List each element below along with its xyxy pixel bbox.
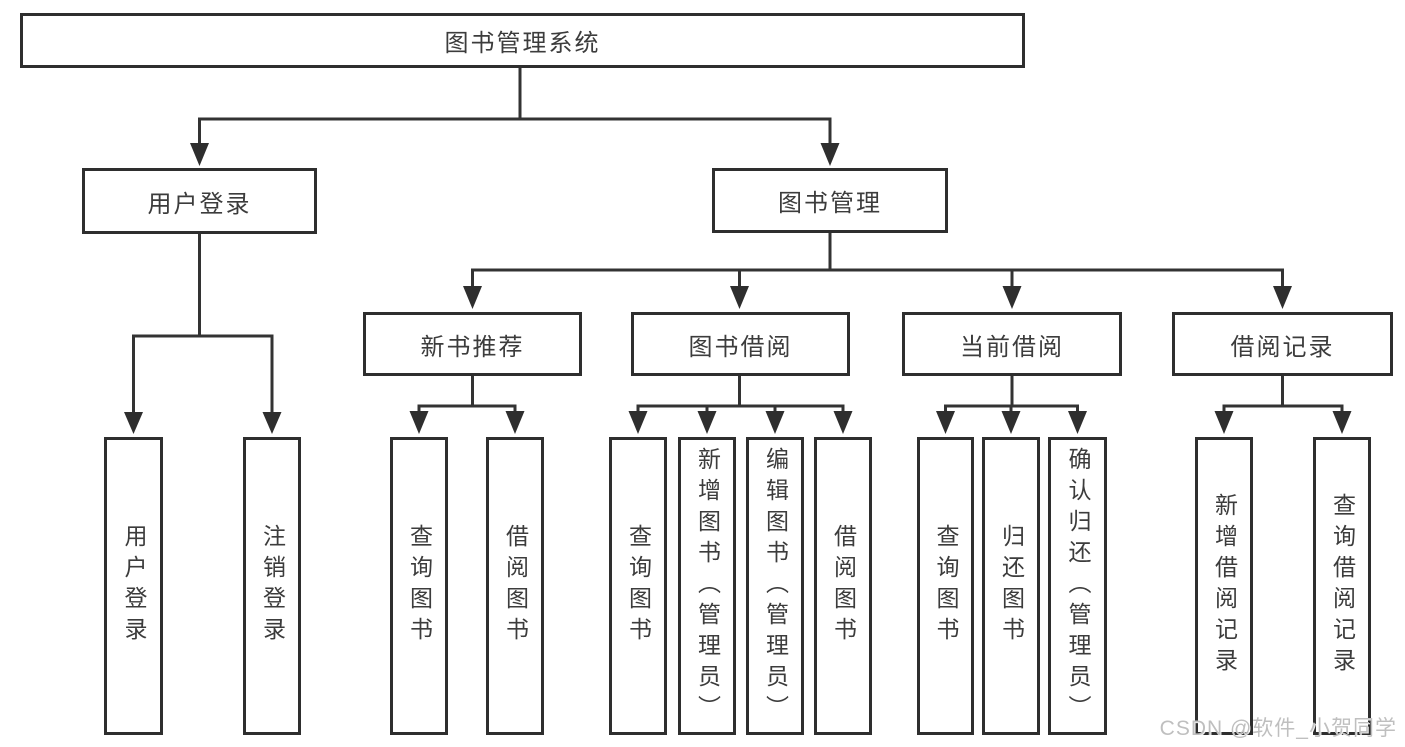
leaf-label: 确认归还（管理员）	[1065, 446, 1091, 726]
leaf-label: 注销登录	[259, 524, 286, 648]
node-current-borrowing: 当前借阅	[902, 312, 1122, 376]
leaf-add-book-admin: 新增图书（管理员）	[678, 437, 736, 735]
leaf-label: 查询图书	[625, 524, 652, 648]
leaf-label: 新增借阅记录	[1211, 493, 1238, 679]
node-library-management-system: 图书管理系统	[20, 13, 1025, 68]
leaf-add-borrow-record: 新增借阅记录	[1195, 437, 1253, 735]
node-label: 图书借阅	[688, 333, 793, 361]
node-label: 图书管理	[778, 190, 882, 217]
leaf-edit-book-admin: 编辑图书（管理员）	[746, 437, 804, 735]
leaf-label: 查询图书	[933, 524, 959, 648]
leaf-return-books: 归还图书	[982, 437, 1040, 735]
node-label: 当前借阅	[960, 333, 1064, 361]
leaf-label: 查询借阅记录	[1329, 493, 1356, 679]
node-new-book-recommendation: 新书推荐	[363, 312, 582, 376]
leaf-label: 借阅图书	[830, 524, 857, 648]
node-borrowing-records: 借阅记录	[1172, 312, 1393, 376]
leaf-logout: 注销登录	[243, 437, 301, 735]
node-label: 用户登录	[147, 190, 252, 218]
node-book-management: 图书管理	[712, 168, 948, 233]
leaf-user-login: 用户登录	[104, 437, 163, 735]
leaf-label: 编辑图书（管理员）	[762, 446, 789, 726]
node-label: 新书推荐	[420, 333, 525, 361]
leaf-borrow-books-recommend: 借阅图书	[486, 437, 544, 735]
leaf-query-borrow-record: 查询借阅记录	[1313, 437, 1371, 735]
leaf-borrow-books: 借阅图书	[814, 437, 872, 735]
leaf-label: 用户登录	[121, 524, 147, 648]
leaf-query-books-current: 查询图书	[917, 437, 974, 735]
leaf-label: 新增图书（管理员）	[694, 446, 721, 726]
leaf-label: 借阅图书	[502, 524, 529, 648]
node-book-borrowing: 图书借阅	[631, 312, 850, 376]
leaf-query-books-borrow: 查询图书	[609, 437, 667, 735]
csdn-watermark: CSDN @软件_小贺同学	[1159, 717, 1397, 740]
leaf-label: 查询图书	[406, 524, 433, 648]
leaf-query-books-recommend: 查询图书	[390, 437, 448, 735]
leaf-label: 归还图书	[998, 524, 1025, 648]
node-label: 借阅记录	[1230, 333, 1335, 361]
node-label: 图书管理系统	[444, 30, 601, 57]
node-user-login: 用户登录	[82, 168, 317, 234]
leaf-confirm-return-admin: 确认归还（管理员）	[1048, 437, 1107, 735]
